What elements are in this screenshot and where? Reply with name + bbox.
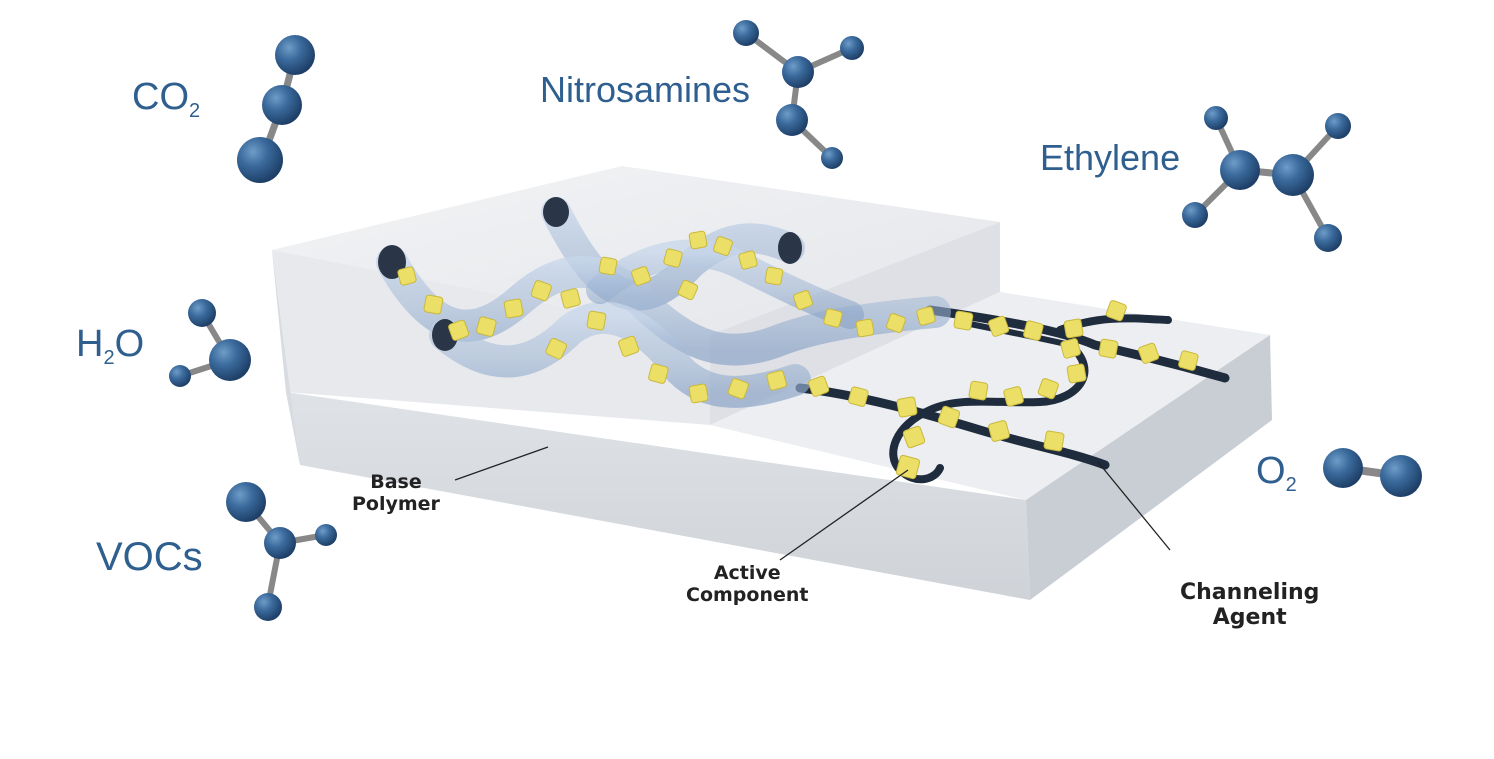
active-particle [988,420,1010,442]
active-particle [1003,386,1024,407]
active-particle [738,250,758,270]
active-particle [1043,430,1065,452]
active-particle [1037,378,1059,400]
active-particle [1098,338,1119,359]
active-particle [1138,342,1160,364]
base-polymer-callout: Base Polymer [352,471,440,515]
active-particle [688,230,708,250]
block-lower-top [710,292,1270,500]
active-particle [808,375,830,397]
active-particle [886,313,906,333]
active-particle [648,363,669,384]
active-particle [448,319,470,341]
o2-label: O2 [1256,450,1297,496]
active-particle [688,383,709,404]
active-particle [766,370,787,391]
active-particle [503,298,524,319]
block-upper-left [272,250,710,425]
block-right-face [1026,335,1272,600]
active-particle [713,236,733,256]
active-particle [598,256,618,276]
molecule-icon [169,299,251,387]
active-particle [895,454,921,480]
active-particle [560,288,581,309]
active-component-particles [397,230,1199,480]
active-particle [663,248,683,268]
molecule-icon [1182,106,1351,252]
molecule-icon [1323,448,1422,497]
active-particle [677,279,699,301]
active-component-leader [779,469,909,561]
base-polymer-leader [454,446,549,481]
channel-ribbon [957,319,1073,348]
co2-label: CO2 [132,76,201,122]
active-particle [1063,318,1084,339]
active-particle [848,386,869,407]
block-front-face [286,392,1030,600]
active-particle [727,378,749,400]
channeling-agent-callout: Channeling Agent [1180,580,1320,631]
active-particle [793,290,813,310]
active-particle [823,308,843,328]
active-particle [988,315,1010,337]
active-component-callout: Active Component [686,562,809,606]
active-particle [953,310,974,331]
active-particle [764,266,784,286]
active-particle [423,294,444,315]
active-particle [937,405,961,429]
tube-opening [778,232,802,264]
active-particle [1060,338,1081,359]
ethylene-label: Ethylene [1040,137,1181,178]
molecule-icon [226,482,337,621]
active-particle [476,316,497,337]
molecule-icon [237,35,315,183]
active-particle [397,266,417,286]
active-particle [1105,300,1127,322]
tube-opening [543,197,569,227]
active-particle [586,310,607,331]
active-particle [530,280,552,302]
h2o-label: H2O [76,323,145,369]
active-particle [1066,363,1087,384]
tube-front [376,246,951,366]
active-particle [916,306,936,326]
active-particle [902,425,926,449]
active-particle [631,266,651,286]
molecule-icon [733,20,864,169]
leader-lines [454,446,1171,561]
active-particle [855,318,875,338]
nitrosamines-label: Nitrosamines [540,69,751,110]
active-particle [968,380,989,401]
vocs-label: VOCs [96,535,203,579]
channeling-agent-leader [1097,461,1171,551]
active-particle [896,396,918,418]
active-particle [618,335,640,357]
active-particle [545,337,568,360]
tube-middle [586,239,864,329]
active-particle [1023,320,1044,341]
active-particle [1178,350,1199,371]
